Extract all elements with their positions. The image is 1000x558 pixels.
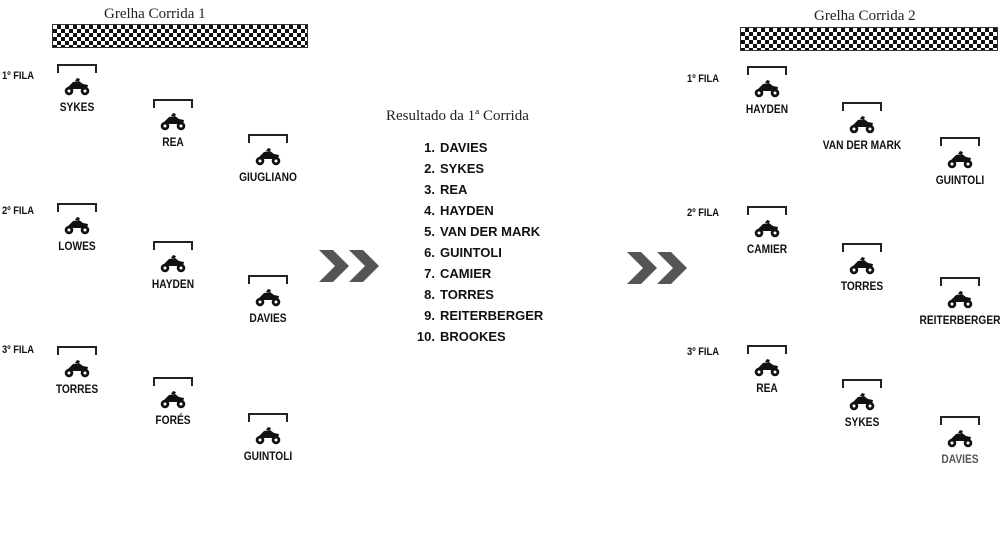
- grid1-rider-8: FORÉS: [155, 413, 191, 427]
- motorcycle-icon: [849, 393, 875, 411]
- motorcycle-icon: [849, 257, 875, 275]
- grid-slot-bracket: [747, 206, 787, 215]
- grid2-slot-2: VAN DER MARK: [816, 102, 906, 162]
- grid1-slot-4: LOWES: [31, 203, 121, 263]
- grid2-row3-label: 3º FILA: [687, 346, 719, 358]
- grid1-slot-1: SYKES: [31, 64, 121, 124]
- motorcycle-icon: [849, 116, 875, 134]
- grid1-rider-2: REA: [162, 135, 184, 149]
- grid-slot-bracket: [57, 203, 97, 212]
- grid1-rider-6: DAVIES: [249, 311, 287, 325]
- grid2-row2-label: 2º FILA: [687, 207, 719, 219]
- grid2-row1-label: 1º FILA: [687, 73, 719, 85]
- grid2-slot-4: CAMIER: [721, 206, 811, 266]
- grid2-slot-6: REITERBERGER: [914, 277, 1000, 337]
- motorcycle-icon: [754, 80, 780, 98]
- double-chevron-right-icon: [319, 250, 379, 282]
- grid1-rider-1: SYKES: [59, 100, 95, 114]
- grid2-slot-3: GUINTOLI: [914, 137, 1000, 197]
- grid1-slot-8: FORÉS: [127, 377, 217, 437]
- grid1-slot-9: GUINTOLI: [222, 413, 312, 473]
- grid-slot-bracket: [940, 137, 980, 146]
- grid-slot-bracket: [153, 377, 193, 386]
- grid2-slot-8: SYKES: [816, 379, 906, 439]
- grid-slot-bracket: [57, 346, 97, 355]
- grid1-slot-6: DAVIES: [222, 275, 312, 335]
- grid-slot-bracket: [153, 99, 193, 108]
- grid-slot-bracket: [842, 102, 882, 111]
- result-item: 10.BROOKES: [416, 329, 506, 344]
- grid2-rider-2: VAN DER MARK: [822, 138, 902, 152]
- grid1-slot-7: TORRES: [31, 346, 121, 406]
- result-item: 4.HAYDEN: [424, 203, 494, 218]
- result-item: 9.REITERBERGER: [424, 308, 544, 323]
- motorcycle-icon: [160, 255, 186, 273]
- grid2-rider-6: REITERBERGER: [919, 313, 1000, 327]
- motorcycle-icon: [160, 113, 186, 131]
- grid1-title: Grelha Corrida 1: [104, 6, 206, 22]
- grid2-rider-5: TORRES: [840, 279, 884, 293]
- motorcycle-icon: [754, 359, 780, 377]
- results-title: Resultado da 1ª Corrida: [386, 108, 529, 124]
- grid2-rider-8: SYKES: [844, 415, 880, 429]
- motorcycle-icon: [255, 427, 281, 445]
- grid1-row1-label: 1º FILA: [2, 70, 34, 82]
- motorcycle-icon: [160, 391, 186, 409]
- grid1-rider-3: GIUGLIANO: [239, 170, 297, 184]
- motorcycle-icon: [64, 217, 90, 235]
- result-item: 7.CAMIER: [424, 266, 492, 281]
- grid-slot-bracket: [842, 379, 882, 388]
- grid-slot-bracket: [57, 64, 97, 73]
- motorcycle-icon: [255, 148, 281, 166]
- grid2-rider-3: GUINTOLI: [935, 173, 985, 187]
- motorcycle-icon: [64, 78, 90, 96]
- grid-slot-bracket: [248, 275, 288, 284]
- grid2-title: Grelha Corrida 2: [814, 8, 916, 24]
- grid2-rider-1: HAYDEN: [745, 102, 789, 116]
- grid-slot-bracket: [940, 277, 980, 286]
- grid1-row2-label: 2º FILA: [2, 205, 34, 217]
- grid-slot-bracket: [747, 66, 787, 75]
- grid1-rider-4: LOWES: [58, 239, 96, 253]
- grid2-rider-9: DAVIES: [941, 452, 979, 466]
- result-item: 8.TORRES: [424, 287, 494, 302]
- grid2-rider-7: REA: [756, 381, 778, 395]
- result-item: 5.VAN DER MARK: [424, 224, 541, 239]
- grid-slot-bracket: [153, 241, 193, 250]
- grid2-slot-9: DAVIES: [914, 416, 1000, 476]
- result-item: 3.REA: [424, 182, 468, 197]
- motorcycle-icon: [947, 291, 973, 309]
- grid1-slot-3: GIUGLIANO: [222, 134, 312, 194]
- double-chevron-right-icon: [627, 252, 687, 284]
- grid1-rider-5: HAYDEN: [151, 277, 195, 291]
- checkered-flag-2: [740, 27, 998, 51]
- grid2-slot-1: HAYDEN: [721, 66, 811, 126]
- grid1-rider-9: GUINTOLI: [243, 449, 293, 463]
- result-item: 2.SYKES: [424, 161, 485, 176]
- motorcycle-icon: [255, 289, 281, 307]
- grid1-rider-7: TORRES: [55, 382, 99, 396]
- result-item: 6.GUINTOLI: [424, 245, 502, 260]
- results-list: 1.DAVIES 2.SYKES 3.REA 4.HAYDEN 5.VAN DE…: [408, 137, 543, 347]
- motorcycle-icon: [947, 151, 973, 169]
- grid1-row3-label: 3º FILA: [2, 344, 34, 356]
- grid-slot-bracket: [842, 243, 882, 252]
- motorcycle-icon: [754, 220, 780, 238]
- grid-slot-bracket: [747, 345, 787, 354]
- motorcycle-icon: [947, 430, 973, 448]
- grid1-slot-5: HAYDEN: [127, 241, 217, 301]
- grid-slot-bracket: [248, 413, 288, 422]
- grid2-slot-7: REA: [721, 345, 811, 405]
- motorcycle-icon: [64, 360, 90, 378]
- grid1-slot-2: REA: [127, 99, 217, 159]
- grid2-rider-4: CAMIER: [746, 242, 788, 256]
- grid-slot-bracket: [940, 416, 980, 425]
- grid-slot-bracket: [248, 134, 288, 143]
- grid2-slot-5: TORRES: [816, 243, 906, 303]
- checkered-flag-1: [52, 24, 308, 48]
- result-item: 1.DAVIES: [424, 140, 488, 155]
